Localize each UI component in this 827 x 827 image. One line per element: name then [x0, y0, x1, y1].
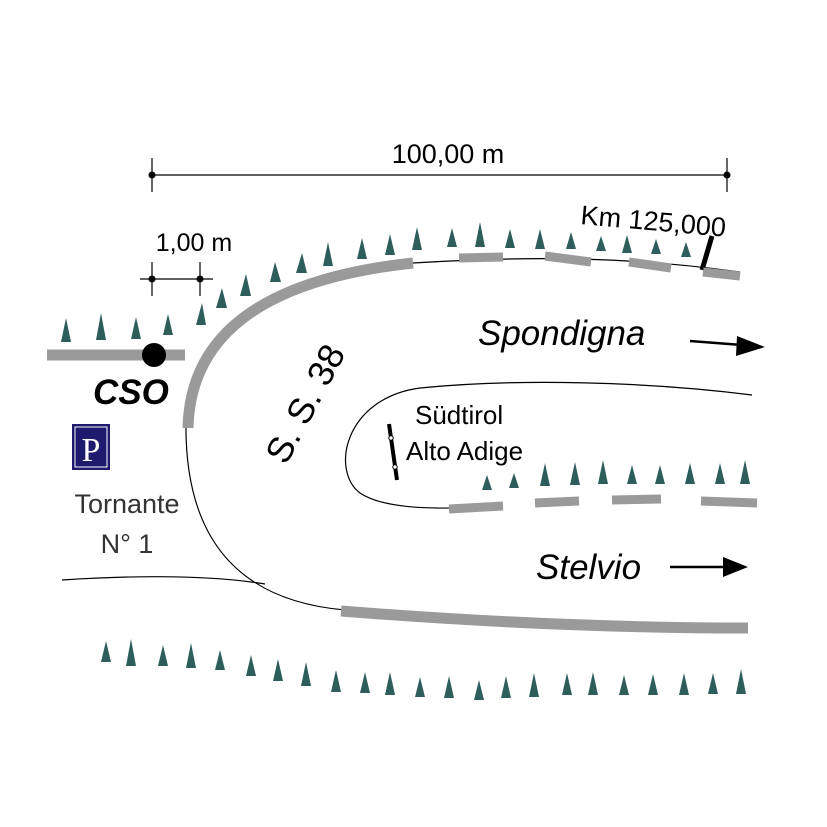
tree-icon — [598, 460, 608, 484]
tree-icon — [385, 234, 395, 255]
tree-icon — [736, 669, 746, 694]
parking-sign-letter: P — [82, 432, 101, 469]
direction-north-label: Spondigna — [478, 314, 645, 353]
tree-icon — [331, 670, 341, 692]
checkpoint-label: CSO — [93, 373, 169, 412]
tree-icon — [648, 674, 658, 695]
tree-row-lower — [101, 639, 746, 700]
tree-icon — [475, 222, 485, 247]
direction-stelvio: Stelvio — [536, 548, 748, 587]
tree-icon — [360, 672, 370, 693]
tree-icon — [215, 650, 225, 670]
tree-icon — [270, 262, 281, 282]
distance-long-label: 100,00 m — [392, 139, 505, 169]
tree-icon — [126, 639, 136, 666]
tree-icon — [588, 672, 598, 695]
tree-icon — [216, 288, 227, 308]
tree-icon — [412, 227, 422, 250]
tree-icon — [246, 655, 256, 676]
tree-icon — [562, 673, 572, 695]
arrow-right-icon — [670, 557, 748, 577]
region-label-line2: Alto Adige — [406, 436, 523, 466]
parking-sign-icon: P — [72, 424, 110, 470]
road-name-label: S. S. 38 — [257, 337, 353, 469]
dimension-1m: 1,00 m — [140, 229, 232, 296]
tree-icon — [708, 673, 718, 694]
tree-icon — [505, 229, 515, 248]
tree-icon — [474, 680, 484, 700]
tree-row-inner — [482, 460, 750, 490]
tree-icon — [655, 465, 665, 484]
tree-icon — [101, 641, 111, 662]
tree-icon — [447, 228, 457, 247]
tree-icon — [323, 242, 333, 266]
tree-icon — [131, 317, 141, 339]
dimension-100m: 100,00 m — [148, 139, 731, 192]
tree-icon — [570, 462, 580, 485]
tree-row-upper — [61, 222, 691, 342]
tree-icon — [301, 662, 311, 686]
tree-icon — [96, 313, 106, 340]
region-sign-post — [387, 423, 399, 481]
tree-icon — [240, 274, 251, 296]
direction-spondigna: Spondigna — [478, 314, 765, 356]
tree-icon — [622, 235, 632, 253]
tree-icon — [679, 673, 689, 695]
tree-icon — [158, 645, 168, 666]
guardrails — [47, 251, 758, 634]
direction-south-label: Stelvio — [536, 548, 641, 587]
tree-icon — [509, 473, 519, 488]
region-label-line1: Südtirol — [415, 400, 503, 430]
tree-icon — [540, 463, 550, 486]
tree-icon — [740, 460, 750, 484]
hairpin-label-line1: Tornante — [74, 489, 179, 519]
arrow-right-icon — [689, 336, 765, 356]
tree-icon — [685, 463, 695, 484]
distance-short-label: 1,00 m — [156, 229, 232, 257]
tree-icon — [186, 643, 196, 668]
tree-icon — [596, 236, 606, 251]
tree-icon — [163, 314, 173, 335]
tree-icon — [651, 239, 661, 254]
hairpin-label-line2: N° 1 — [101, 529, 154, 559]
tree-icon — [385, 672, 395, 695]
tree-icon — [296, 253, 307, 273]
km-marker-label: Km 125,000 — [579, 200, 727, 243]
tree-icon — [61, 318, 71, 342]
tree-icon — [566, 232, 576, 249]
tree-icon — [273, 659, 283, 681]
tree-icon — [482, 475, 492, 490]
tree-icon — [535, 229, 545, 249]
tree-icon — [619, 675, 629, 695]
tree-icon — [529, 673, 539, 697]
tree-icon — [357, 238, 367, 259]
tree-icon — [627, 465, 637, 484]
tree-icon — [715, 463, 725, 484]
tree-icon — [196, 303, 206, 325]
tree-icon — [444, 676, 454, 698]
checkpoint-dot-icon — [142, 343, 166, 367]
tree-icon — [501, 676, 511, 698]
tree-icon — [681, 242, 691, 257]
tree-icon — [415, 677, 425, 697]
